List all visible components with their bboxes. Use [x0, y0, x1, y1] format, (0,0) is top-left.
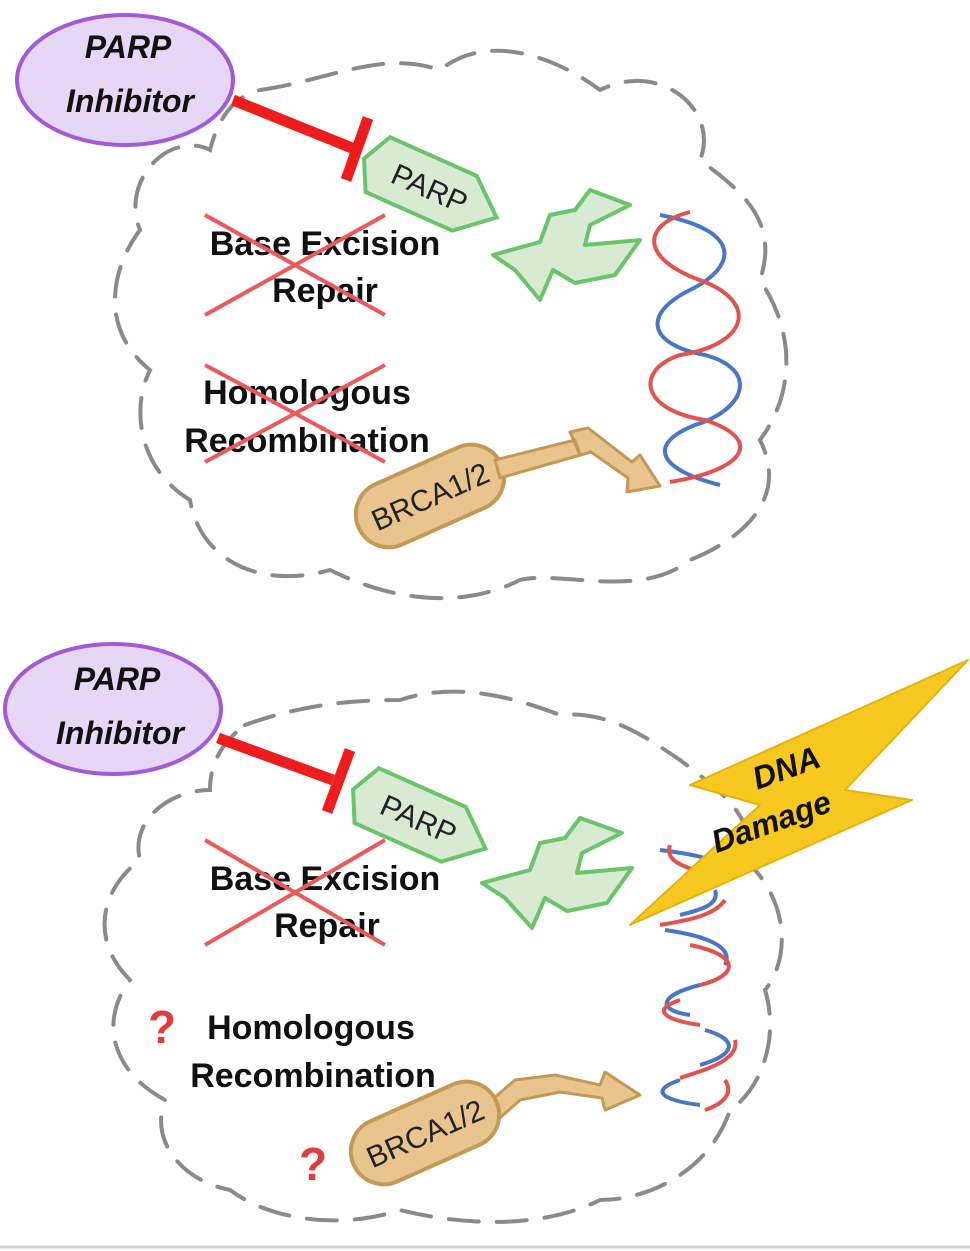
top-brca-arrow: [493, 426, 662, 494]
top-inhibitor-line1: PARP: [85, 29, 172, 65]
bottom-inhibitor-line1: PARP: [74, 661, 161, 697]
top-brca-protein: BRCA1/2: [353, 442, 507, 550]
bottom-parp-protein: PARP: [351, 765, 489, 864]
bottom-brca-protein: BRCA1/2: [348, 1079, 502, 1187]
bottom-hr-question-mark: ?: [148, 1001, 176, 1053]
top-ber-cross: [204, 213, 386, 317]
top-ber-line2: Repair: [272, 272, 378, 310]
bottom-inhibitor-ellipse: [3, 642, 223, 776]
top-inhibition-symbol: [230, 94, 374, 182]
bottom-hr-line2: Recombination: [190, 1057, 436, 1095]
bottom-panel: PARP Inhibitor PARP Base Excision Repair…: [3, 642, 969, 1224]
bottom-hr-line1: Homologous: [207, 1009, 415, 1047]
bottom-dna-damage-bolt: DNA Damage: [629, 659, 969, 926]
top-inhibitor-ellipse: [15, 13, 235, 147]
top-inhibitor-line2: Inhibitor: [66, 83, 196, 119]
bottom-ber-cross: [203, 838, 387, 947]
top-cell-outline: [113, 48, 789, 601]
top-wrench-icon: [491, 188, 642, 302]
bottom-brca-arrow: [478, 1070, 642, 1127]
bottom-ber-line1: Base Excision: [210, 860, 441, 898]
top-ber-line1: Base Excision: [210, 225, 441, 263]
lightning-bolt-icon: [629, 659, 969, 926]
top-panel: PARP Inhibitor PARP Base Excision Repair…: [15, 13, 789, 601]
bottom-inhibition-symbol: [216, 732, 356, 814]
bottom-wrench-icon: [480, 816, 634, 930]
bottom-dna-helix: [659, 844, 738, 1112]
top-hr-cross: [204, 363, 386, 464]
bottom-cell-outline: [102, 689, 784, 1224]
bottom-brca-question-mark: ?: [299, 1138, 327, 1190]
top-parp-protein: PARP: [362, 134, 500, 233]
top-dna-helix: [648, 210, 743, 487]
bottom-inhibitor-line2: Inhibitor: [56, 715, 186, 751]
top-hr-line2: Recombination: [184, 422, 430, 460]
